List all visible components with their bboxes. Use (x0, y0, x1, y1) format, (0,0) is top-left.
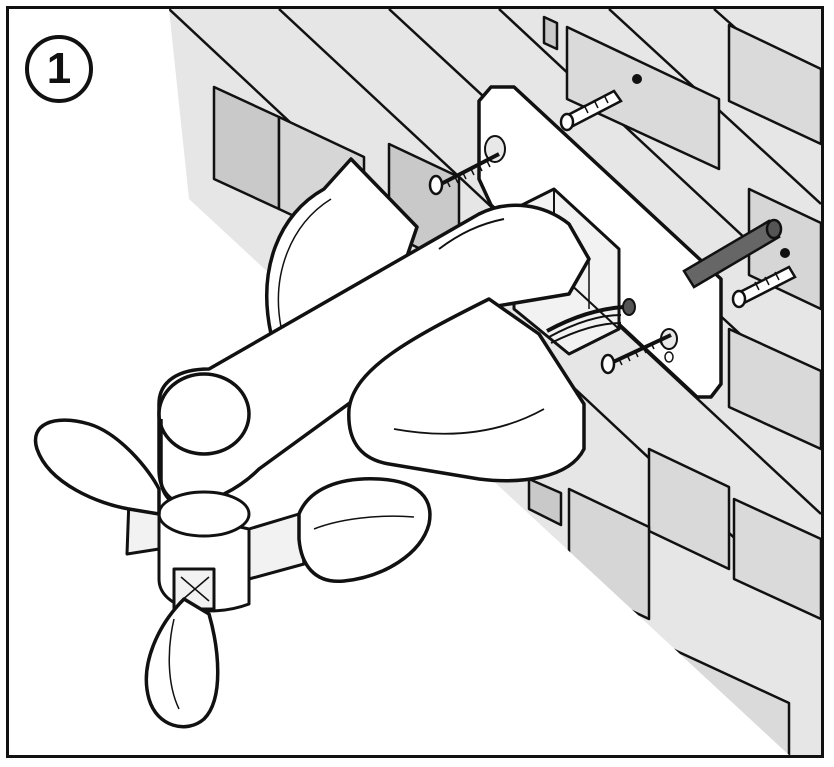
wall-mount-illustration (33, 9, 821, 755)
illustration-frame: 1 (6, 6, 824, 758)
propeller-blade-bottom (144, 597, 220, 729)
propeller-blade-left (33, 418, 161, 516)
arm-cover-wing (347, 297, 586, 483)
cable-bundle (546, 298, 636, 344)
threaded-rod (682, 218, 783, 289)
wall-screw-icon (600, 333, 672, 375)
propeller-hub (125, 487, 306, 613)
drill-hole (780, 248, 790, 258)
step-number-badge: 1 (25, 35, 93, 103)
propeller-blade-right (297, 477, 432, 583)
screw-hole-top (484, 135, 506, 163)
wall-anchor-plug-icon (559, 89, 623, 132)
drill-hole (632, 74, 642, 84)
wall-screw-icon (428, 152, 500, 196)
arm-end-cap (157, 372, 251, 456)
step-number: 1 (46, 44, 72, 93)
wall-anchor-plug-icon (731, 265, 797, 309)
